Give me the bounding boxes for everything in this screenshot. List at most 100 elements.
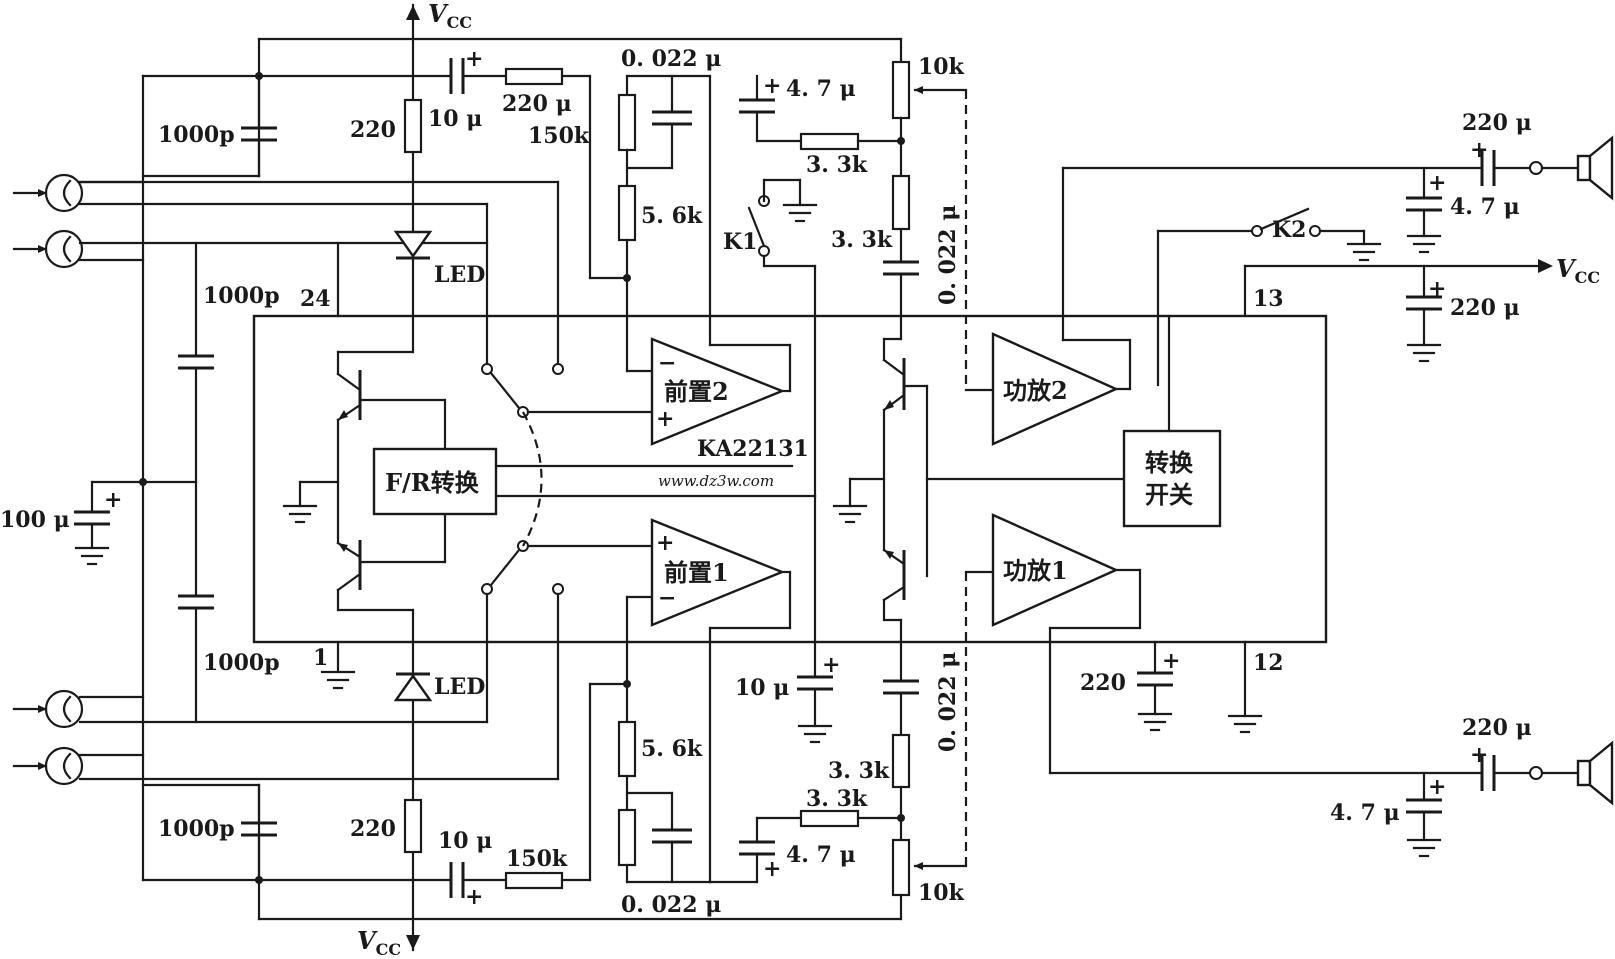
label-47u-out-bottom: 4. 7 μ (1330, 800, 1400, 826)
preamp-1 (650, 518, 792, 630)
mode-switch-label-2: 开关 (1145, 480, 1193, 509)
preamp-2 (650, 337, 792, 446)
switch-k1 (747, 178, 818, 498)
label-0022u-top-right: 0. 022 μ (935, 205, 961, 305)
fr-switch-label: F/R转换 (385, 468, 480, 497)
pin-24-label: 24 (300, 286, 331, 312)
label-10k-top: 10k (918, 54, 965, 80)
mode-switch-box (1122, 429, 1222, 528)
power-amp-2 (991, 166, 1484, 446)
label-220u-out-bottom: 220 μ (1462, 715, 1532, 741)
feedback-network-bottom (617, 595, 712, 884)
label-33k-top-horizontal: 3. 3k (806, 152, 868, 178)
label-220-cap-plus: + (1162, 648, 1180, 674)
label-10u-bottom: 10 μ (438, 828, 492, 854)
label-0022u-top: 0. 022 μ (621, 46, 721, 72)
capacitor-1000p-bottom (141, 783, 277, 882)
fr-transistors (282, 314, 447, 644)
label-10u-bottom-plus: + (465, 884, 483, 910)
label-47u-bottom: 4. 7 μ (786, 842, 856, 868)
label-220-cap: 220 (1080, 670, 1126, 696)
speaker-bottom-icon (1540, 740, 1614, 806)
label-1000p-top: 1000p (158, 122, 235, 148)
label-47u-bottom-plus: + (763, 856, 781, 882)
capacitor-220-pin (1137, 640, 1173, 732)
capacitor-47u-bottom (708, 816, 803, 884)
label-47u-top: 4. 7 μ (786, 76, 856, 102)
pin-1-label: 1 (313, 645, 328, 671)
label-k1: K1 (723, 229, 757, 255)
resistor-33k-top-vertical (891, 174, 911, 264)
label-1000p-mid-upper: 1000p (203, 283, 280, 309)
feedback-network-top (617, 74, 712, 373)
preamp-2-minus: − (658, 350, 676, 376)
label-100u-plus: + (104, 487, 122, 513)
ground-pin-12 (1227, 640, 1263, 734)
resistor-150k-bottom (504, 682, 629, 890)
vcc-right-branch (1243, 259, 1553, 363)
vcc-bottom-label: VCC (357, 926, 401, 959)
label-220u-top: 220 μ (502, 91, 572, 117)
label-33k-top-vertical: 3. 3k (831, 227, 893, 253)
label-47u-out-top: 4. 7 μ (1450, 194, 1520, 220)
pin-12-label: 12 (1253, 650, 1284, 676)
vcc-right-label: VCC (1556, 254, 1600, 287)
selector-linkage (522, 411, 543, 547)
switch-k2 (1251, 207, 1382, 262)
power-amp-1 (991, 513, 1484, 775)
led-bottom (393, 672, 433, 702)
label-220u-out-bottom-plus: + (1470, 742, 1488, 768)
resistor-33k-top-horizontal (799, 132, 903, 151)
tape-head-top-2 (12, 180, 560, 318)
capacitor-0022u-bottom-right (883, 640, 919, 737)
capacitor-10u-bottom (411, 862, 508, 898)
output-top (1406, 150, 1543, 254)
tape-head-bottom-1 (12, 640, 489, 729)
label-led-bottom: LED (434, 674, 485, 700)
label-220u-vcc-plus: + (1428, 276, 1446, 302)
label-0022u-bottom-right: 0. 022 μ (935, 652, 961, 752)
label-150k-bottom: 150k (506, 846, 568, 872)
pot-10k-bottom (891, 570, 995, 921)
label-100u: 100 μ (0, 507, 70, 533)
label-220-bottom: 220 (350, 816, 396, 842)
label-56k-bottom: 5. 6k (641, 736, 703, 762)
label-220-top: 220 (350, 117, 396, 143)
capacitor-10u-center (797, 494, 833, 744)
capacitor-1000p-mid-lower (178, 594, 214, 724)
label-10u-top-plus: + (465, 46, 483, 72)
capacitor-1000p-top (141, 74, 277, 178)
vcc-top-label: VCC (428, 0, 472, 32)
output-bottom (1406, 755, 1543, 858)
fr-switch-box (372, 447, 498, 516)
label-10u-center-plus: + (822, 652, 840, 678)
tape-head-bottom-2 (12, 640, 560, 786)
resistor-33k-bottom-vertical (891, 733, 911, 842)
speaker-top-icon (1540, 135, 1614, 201)
preamp-2-label: 前置2 (664, 377, 729, 406)
capacitor-100u (74, 480, 145, 566)
preamp-1-minus: − (658, 585, 676, 611)
capacitor-0022u-top-right (883, 260, 919, 318)
label-33k-bottom-horizontal: 3. 3k (806, 786, 868, 812)
label-220u-out-top-plus: + (1470, 137, 1488, 163)
ic-part-number: KA22131 (697, 436, 809, 462)
mute-transistors (832, 314, 1126, 644)
preamp-1-plus: + (656, 530, 674, 556)
resistor-150k-top (504, 67, 629, 280)
led-top (393, 230, 433, 318)
label-10u-top: 10 μ (428, 106, 482, 132)
label-1000p-bottom: 1000p (158, 816, 235, 842)
mode-switch-label-1: 转换 (1145, 448, 1194, 477)
pot-10k-top (891, 37, 995, 392)
label-led-top: LED (434, 262, 485, 288)
capacitor-47u-top (739, 74, 803, 143)
label-10k-bottom: 10k (918, 880, 965, 906)
capacitor-10u-top (411, 58, 508, 94)
resistor-220-bottom (403, 640, 423, 854)
label-1000p-mid-lower: 1000p (203, 650, 280, 676)
label-150k-top: 150k (528, 123, 590, 149)
label-10u-center: 10 μ (735, 675, 789, 701)
ic-outline (252, 314, 1328, 644)
